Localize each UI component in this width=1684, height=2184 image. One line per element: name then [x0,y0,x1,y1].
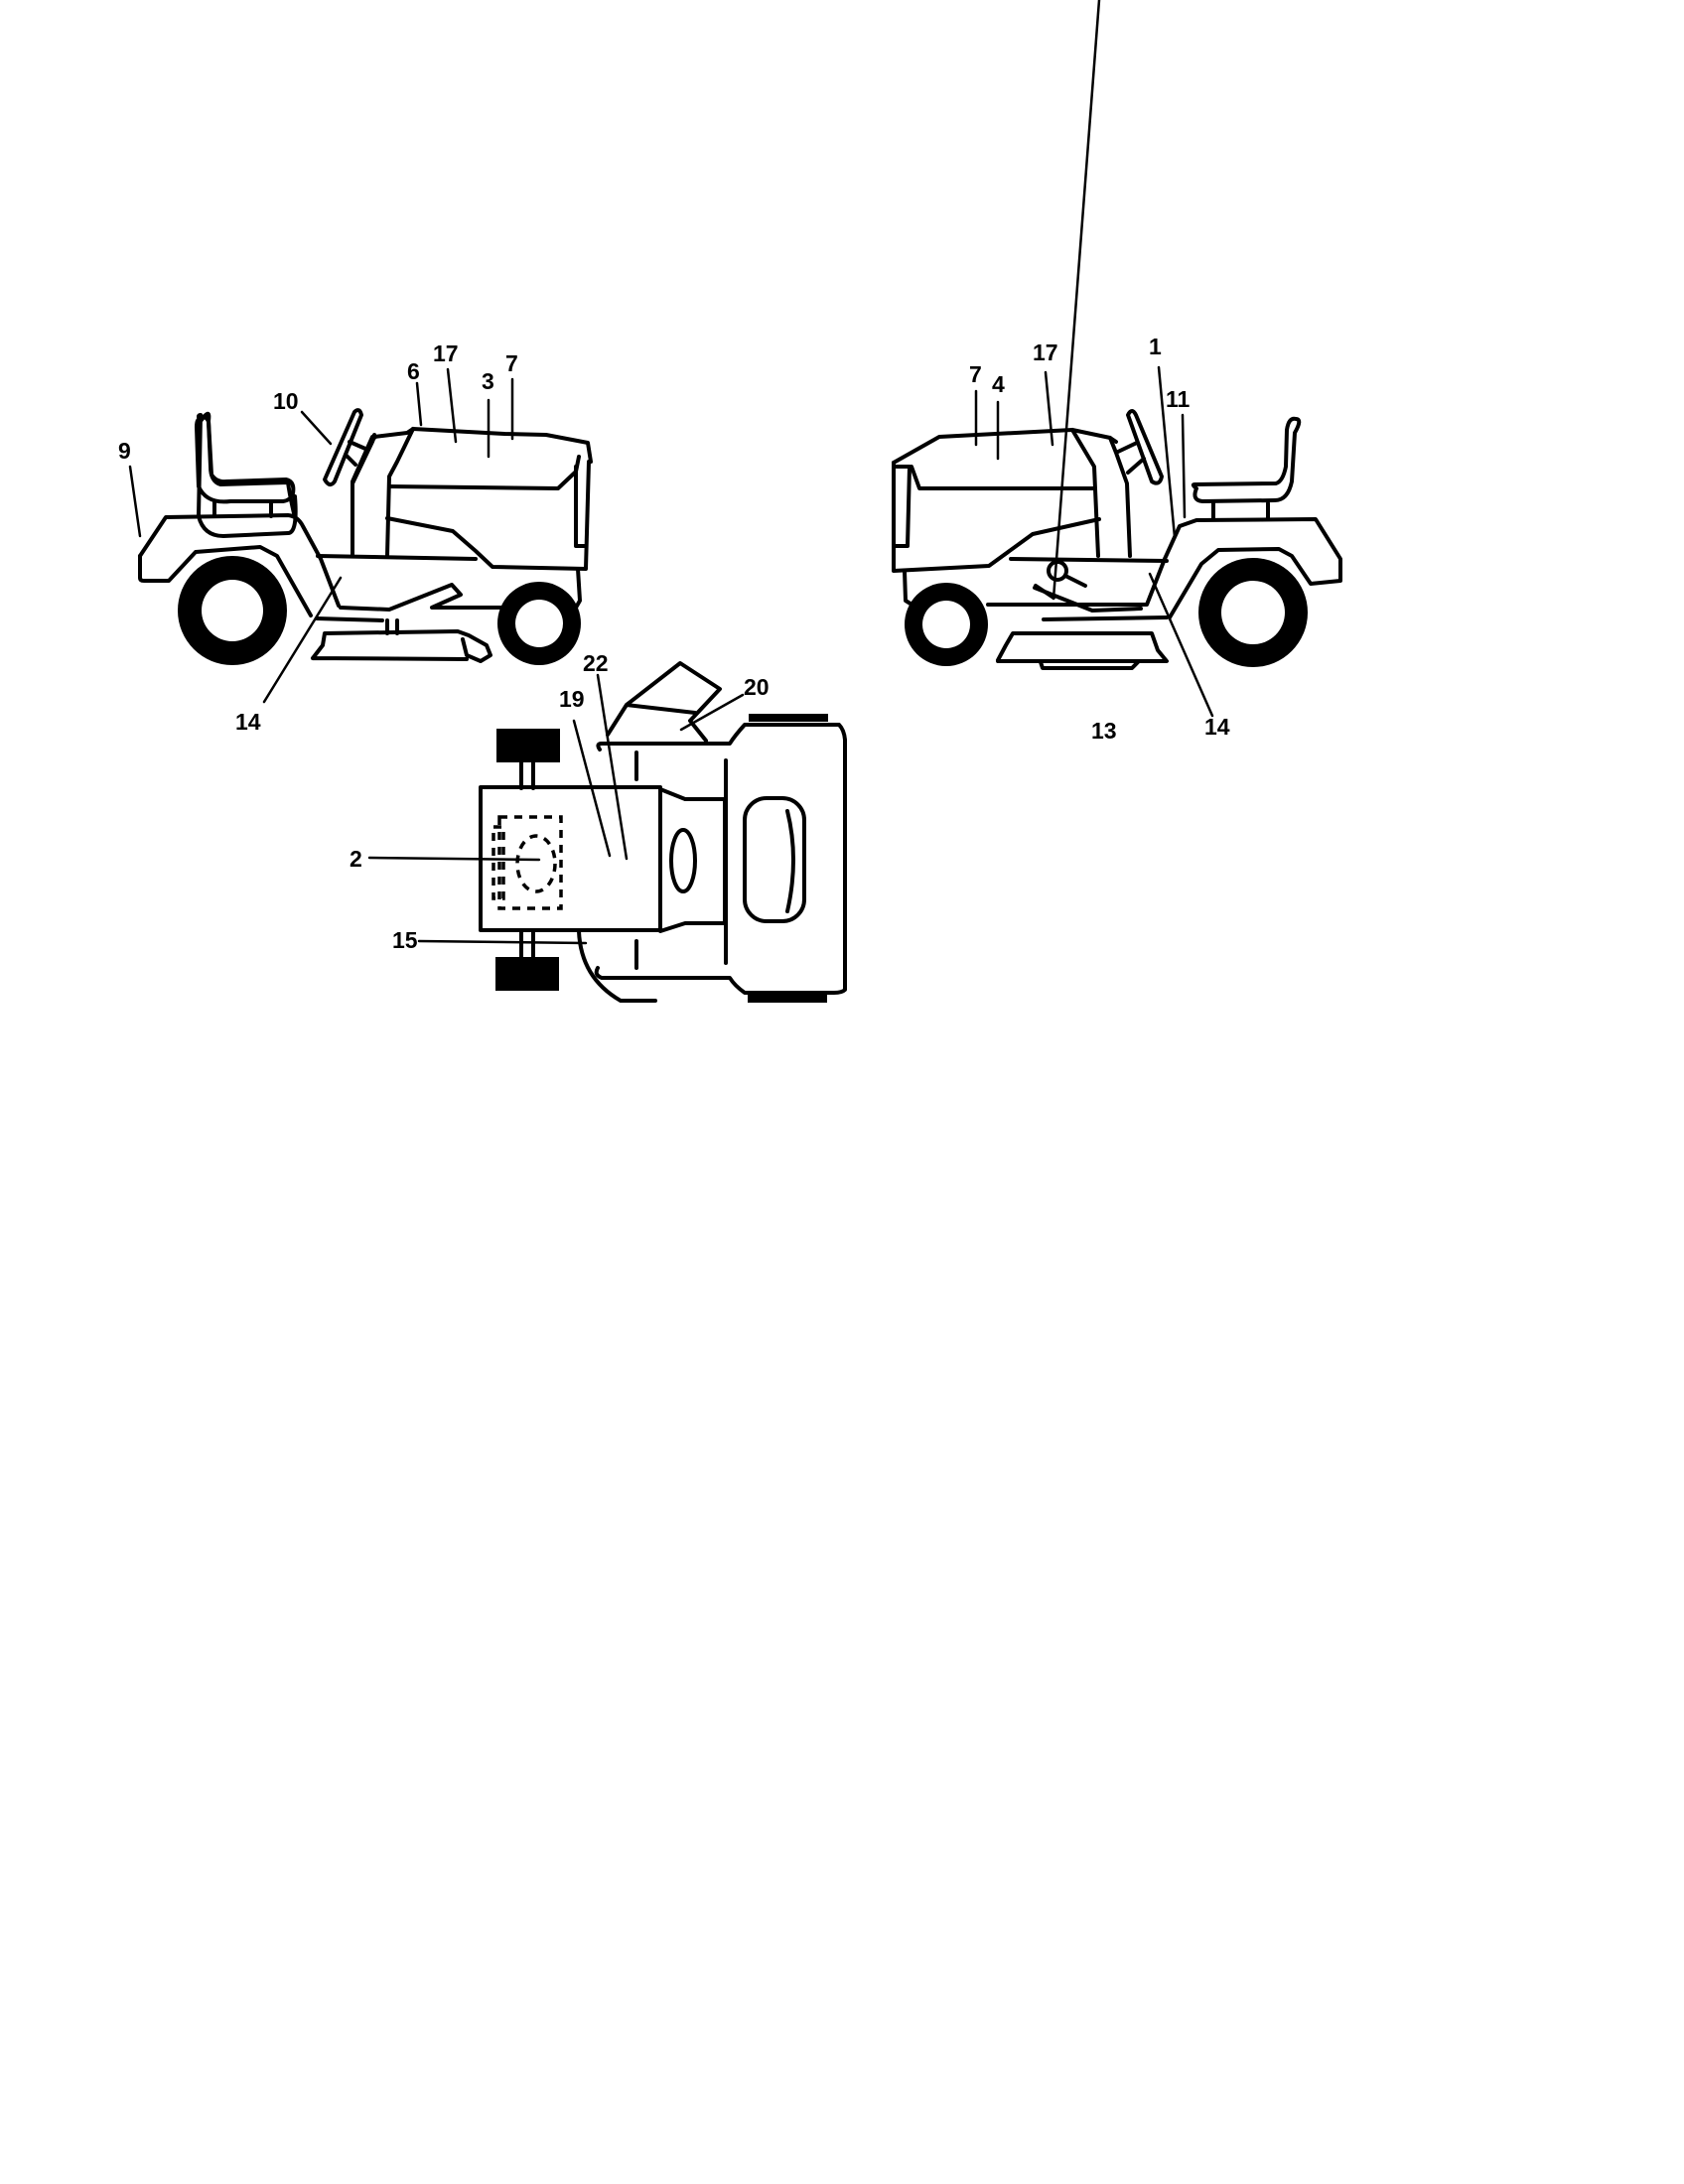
callout-2: 2 [350,846,362,872]
callout-20: 20 [744,674,770,700]
front-tire-bottom [495,957,559,991]
callout-22: 22 [583,650,609,676]
callout-6: 6 [407,358,420,384]
callout-9: 9 [118,438,131,464]
body-outline [594,723,847,995]
callout-15: 15 [392,927,418,953]
callout-11: 11 [1166,386,1191,412]
steering-wheel [1126,409,1164,485]
mower-deck [311,629,492,663]
callout-10: 10 [273,388,299,414]
callout-4: 4 [992,371,1005,397]
callout-1: 1 [1149,334,1162,359]
callout-19: 19 [559,686,585,712]
left-side-view: 9 10 6 17 3 7 14 [118,341,593,735]
callout-14: 14 [1204,714,1230,740]
hood [411,427,593,464]
callout-3: 3 [482,368,494,394]
top-view: 22 19 20 2 15 [350,650,847,1003]
callout-13: 13 [1091,718,1117,744]
callout-14: 14 [235,709,261,735]
front-tire-top [496,729,560,762]
steering-wheel [323,408,363,486]
rear-fender [1163,517,1342,619]
callout-17: 17 [1033,340,1058,365]
right-side-view: 7 4 17 1 11 13 14 [892,0,1342,744]
discharge-chute [606,661,722,743]
callout-17: 17 [433,341,459,366]
callout-7: 7 [969,361,982,387]
seat-top [743,796,806,923]
seat [1191,416,1302,503]
rear-fender [138,513,341,608]
mower-deck [996,631,1169,663]
callout-7: 7 [505,350,518,376]
